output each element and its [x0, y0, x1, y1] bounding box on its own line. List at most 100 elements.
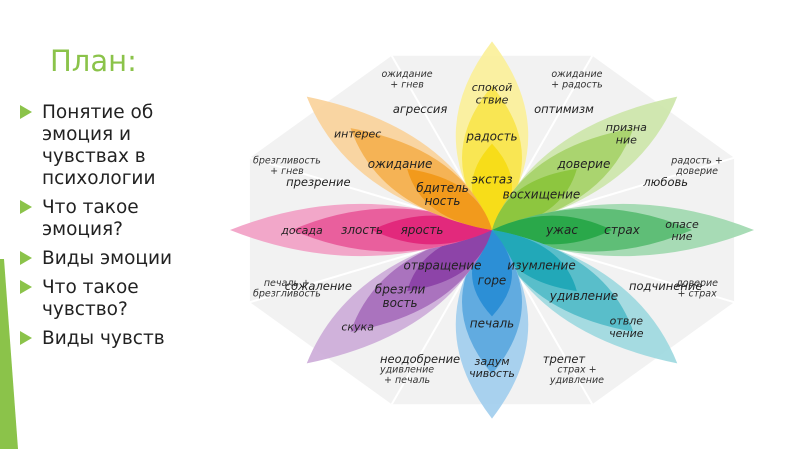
petal-surprise — [492, 230, 678, 364]
petal-label-trust-line: восхищение — [503, 187, 581, 201]
dyad-label-line: печаль + — [264, 278, 310, 289]
petal-label-sadness-line: задум — [474, 355, 509, 368]
petal-label-anticipation-line: интерес — [334, 127, 381, 140]
dyad-label: ожидание+ радость — [551, 69, 603, 90]
petal-label-anger-line: досада — [280, 224, 323, 237]
petal-label-disgust-line: брезгли — [375, 283, 426, 297]
decorative-accent-bar — [0, 259, 18, 449]
dyad-label-line: + радость — [551, 80, 603, 91]
dyad-label-line: брезгливость — [253, 288, 321, 299]
petal-label-joy: радость — [465, 129, 517, 143]
petal-label-anger: досада — [280, 224, 323, 237]
dyad-name: любовь — [642, 175, 688, 189]
petal-label-joy-line: радость — [465, 129, 517, 143]
petal-label-surprise: изумление — [507, 259, 575, 273]
dyad-name: неодобрение — [380, 352, 460, 366]
dyad-name-line: неодобрение — [380, 352, 460, 366]
dyad-name: агрессия — [393, 102, 448, 116]
bullet-arrow-icon — [20, 251, 32, 265]
petal-inner-disgust — [407, 230, 492, 292]
bullet-text: Виды чувств — [42, 328, 165, 349]
dyad-name: подчинение — [629, 279, 702, 293]
petal-inner-anticipation — [407, 168, 492, 230]
dyad-label-line: + печаль — [384, 375, 430, 386]
dyad-label: радость +доверие — [670, 156, 723, 177]
bullet-arrow-icon — [20, 331, 32, 345]
dyad-label-line: страх + — [557, 364, 596, 375]
dyad-label: страх +удивление — [549, 364, 604, 385]
petal-joy — [455, 41, 529, 230]
petal-label-disgust: отвращение — [403, 259, 481, 273]
petal-disgust — [306, 230, 492, 364]
petal-label-anticipation-line: ность — [425, 194, 461, 208]
dyad-name-line: сожаление — [285, 279, 352, 293]
petal-label-joy-line: экстаз — [471, 173, 512, 187]
bullet-item: Что такое эмоция? — [20, 197, 220, 241]
dyad-label: ожидание+ гнев — [381, 69, 432, 90]
petal-label-sadness-line: печаль — [470, 317, 514, 331]
dyad-label-line: ожидание — [381, 69, 432, 80]
dyad-label: печаль +брезгливость — [253, 278, 321, 299]
dyad-label: брезгливость+ гнев — [253, 156, 321, 177]
dyad-label-line: + гнев — [270, 166, 304, 177]
petal-label-trust: доверие — [556, 157, 610, 171]
dyad-name: сожаление — [285, 279, 352, 293]
bullet-arrow-icon — [20, 105, 32, 119]
bullet-text: Что такое эмоция? — [42, 197, 139, 240]
petal-label-disgust: скука — [341, 321, 374, 334]
petal-label-fear-line: ужас — [545, 223, 578, 237]
dyad-label-line: удивление — [379, 364, 434, 375]
petal-label-anticipation: интерес — [334, 127, 381, 140]
petal-label-sadness-line: горе — [478, 273, 507, 287]
bullet-list: Понятие об эмоция и чувствах в психологи… — [20, 102, 220, 357]
dyad-label: доверие+ страх — [675, 278, 718, 299]
petal-label-anger: злость — [341, 223, 383, 237]
petal-label-sadness-line: чивость — [469, 367, 515, 380]
dyad-label-line: доверие — [675, 278, 718, 289]
petal-label-disgust-line: отвращение — [403, 259, 481, 273]
dyad-name: трепет — [543, 352, 586, 366]
dyad-label-line: удивление — [549, 375, 604, 386]
petal-label-surprise-line: отвле — [610, 315, 644, 328]
petal-label-trust-line: доверие — [556, 157, 610, 171]
dyad-label-line: брезгливость — [253, 156, 321, 167]
petal-label-surprise-line: удивление — [549, 289, 618, 303]
petal-label-disgust-line: скука — [341, 321, 374, 334]
dyad-label: удивление+ печаль — [379, 364, 434, 385]
dyad-name: оптимизм — [534, 102, 594, 116]
petal-label-sadness: горе — [478, 273, 507, 287]
slide-title: План: — [50, 44, 137, 78]
petal-anticipation — [306, 96, 492, 230]
petal-label-surprise-line: изумление — [507, 259, 575, 273]
petal-sadness — [455, 230, 529, 419]
petal-label-anticipation: ожидание — [368, 157, 433, 171]
dyad-label-line: ожидание — [551, 69, 602, 80]
petal-label-joy-line: спокой — [472, 81, 513, 94]
petal-label-trust-line: призна — [606, 121, 647, 134]
dyad-name-line: трепет — [543, 352, 586, 366]
dyad-name-line: агрессия — [393, 102, 448, 116]
bullet-item: Понятие об эмоция и чувствах в психологи… — [20, 102, 220, 190]
petal-label-fear: ужас — [545, 223, 578, 237]
petal-label-fear-line: ние — [671, 230, 692, 243]
petal-fear — [492, 203, 754, 257]
petal-label-anger-line: ярость — [401, 223, 444, 237]
petal-label-joy-line: ствие — [476, 93, 509, 106]
petal-label-anticipation-line: ожидание — [368, 157, 433, 171]
petal-label-anger-line: злость — [341, 223, 383, 237]
bullet-text: Понятие об эмоция и чувствах в психологи… — [42, 102, 156, 189]
petal-label-joy: экстаз — [471, 173, 512, 187]
petal-label-fear-line: опасе — [665, 218, 699, 231]
petal-inner-trust — [492, 168, 577, 230]
dyad-name-line: презрение — [286, 175, 350, 189]
petal-label-trust-line: ние — [616, 133, 637, 146]
dyad-name-line: оптимизм — [534, 102, 594, 116]
bullet-text: Что такое чувство? — [42, 277, 139, 320]
bullet-item: Виды эмоции — [20, 248, 220, 270]
